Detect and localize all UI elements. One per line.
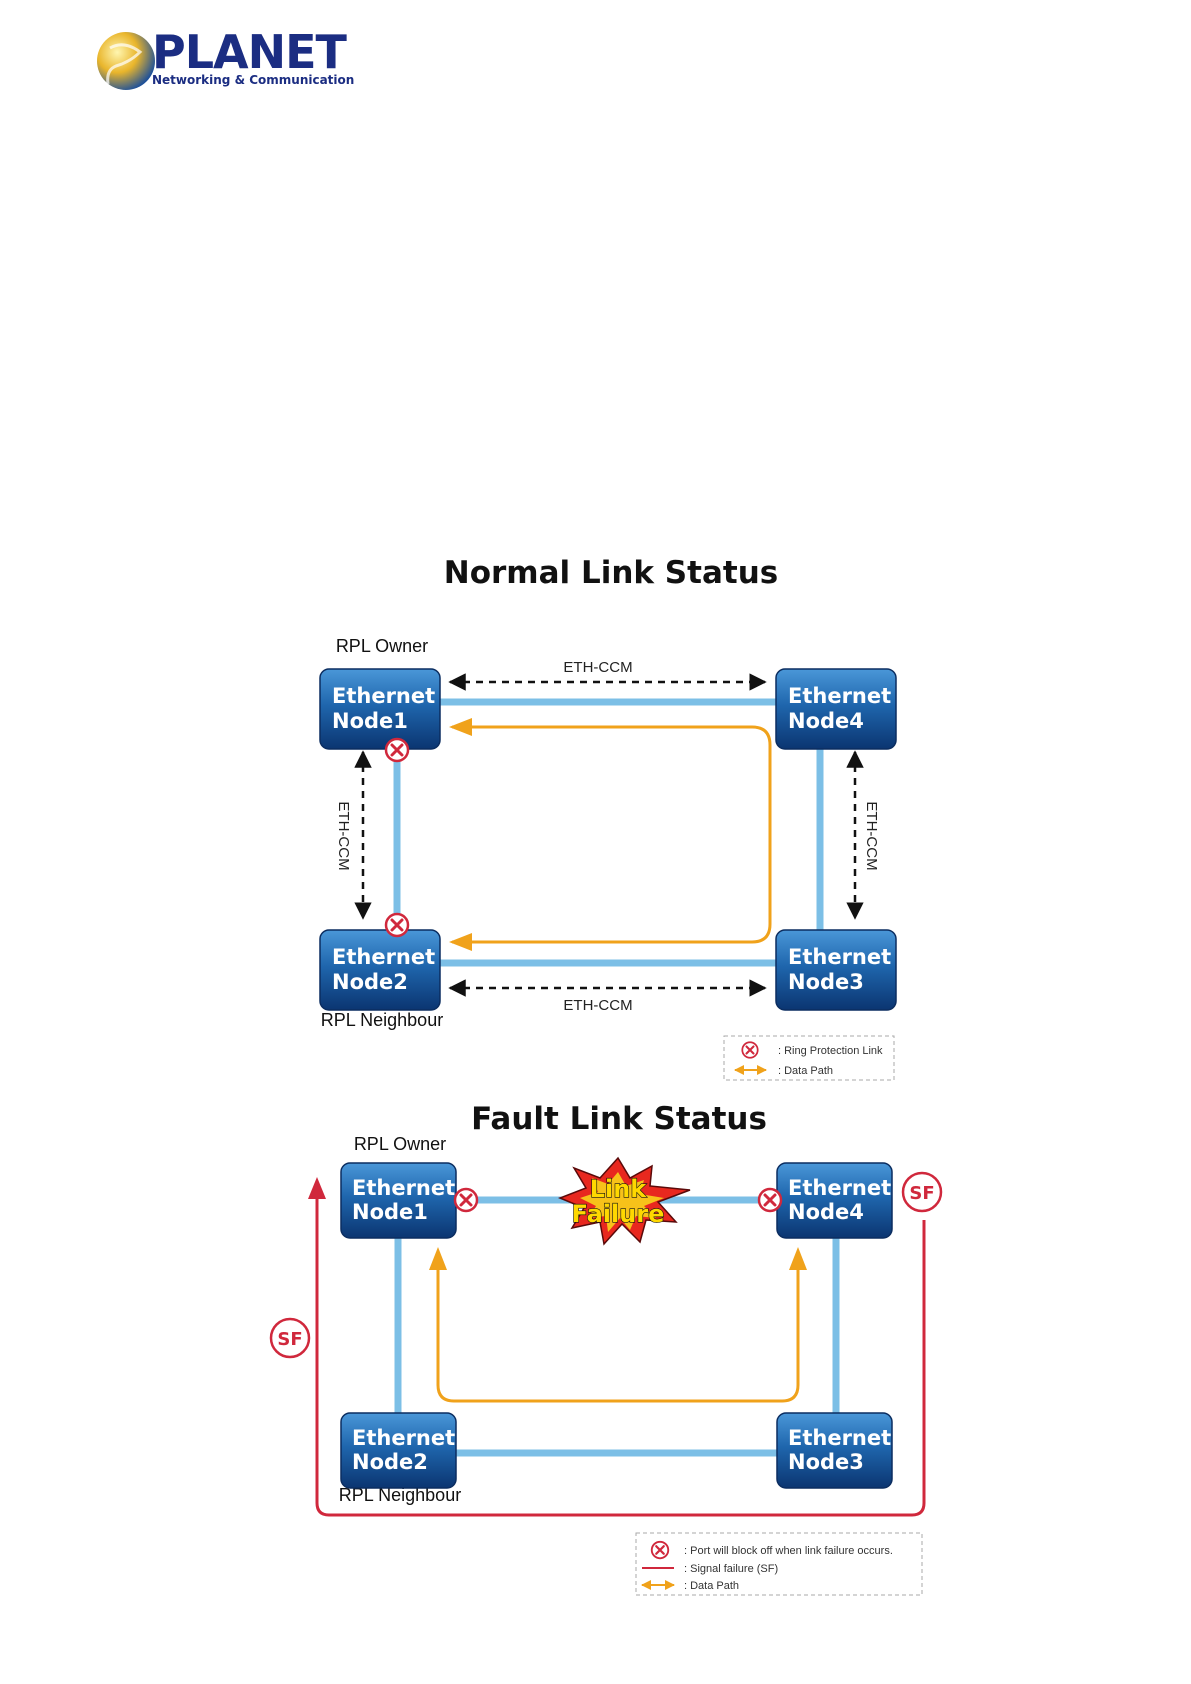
normal-data-path — [452, 725, 772, 944]
signal-failure-arrowhead — [308, 1177, 326, 1199]
blocked-port-icon — [384, 737, 410, 763]
fault-node3: Ethernet Node3 — [776, 1412, 893, 1489]
normal-node4: Ethernet Node4 — [775, 668, 897, 750]
node-box — [319, 929, 441, 1011]
legend-box — [723, 1035, 895, 1081]
sf-icon — [901, 1171, 943, 1213]
legend-text: : Data Path — [778, 1065, 833, 1077]
node-label-line1: Ethernet — [788, 1426, 891, 1450]
node-label-line2: Node3 — [788, 970, 864, 994]
fault-rpl-owner-label: RPL Owner — [354, 1134, 446, 1154]
explosion-core-icon — [580, 1172, 664, 1232]
normal-node1: Ethernet Node1 — [319, 668, 441, 750]
node-label-line1: Ethernet — [332, 684, 435, 708]
node-label-line1: Ethernet — [788, 945, 891, 969]
node-label-line2: Node2 — [352, 1450, 428, 1474]
node-box — [319, 668, 441, 750]
link-failure-burst: Link Failure — [557, 1156, 691, 1246]
node-box — [775, 668, 897, 750]
node-box — [340, 1412, 457, 1489]
fault-node2: Ethernet Node2 — [340, 1412, 457, 1489]
legend-text: : Ring Protection Link — [778, 1045, 883, 1057]
sf-badge-right: SF — [901, 1171, 943, 1213]
sf-icon — [269, 1317, 311, 1359]
normal-node2: Ethernet Node2 — [319, 929, 441, 1011]
data-path-arrowheads — [429, 1247, 807, 1270]
burst-line2: Failure — [572, 1200, 665, 1228]
sf-badge-left: SF — [269, 1317, 311, 1359]
fault-legend: : Port will block off when link failure … — [635, 1532, 923, 1596]
normal-link-diagram: Normal Link Status RPL Owner RPL Neighbo… — [319, 555, 897, 1081]
normal-rpl-owner-label: RPL Owner — [336, 636, 428, 656]
sf-label: SF — [909, 1183, 934, 1204]
blocked-port-icon — [741, 1041, 759, 1059]
blocked-port-icon — [453, 1187, 479, 1213]
legend-text: : Signal failure (SF) — [684, 1563, 778, 1575]
fault-node1: Ethernet Node1 — [340, 1162, 457, 1239]
fault-rpl-neighbour-label: RPL Neighbour — [339, 1485, 461, 1505]
ccm-label-right: ETH-CCM — [863, 801, 880, 870]
node-label-line2: Node1 — [332, 709, 408, 733]
signal-failure-path — [315, 1195, 926, 1517]
node-label-line1: Ethernet — [332, 945, 435, 969]
fault-ring-links — [394, 1196, 840, 1457]
node-label-line1: Ethernet — [788, 684, 891, 708]
node-label-line2: Node4 — [788, 709, 864, 733]
sf-label: SF — [277, 1329, 302, 1350]
data-path-arrowhead-left — [429, 1247, 447, 1270]
normal-title: Normal Link Status — [444, 555, 778, 591]
data-path-arrowhead-bottom — [449, 933, 472, 951]
data-path-arrowhead-top — [449, 718, 472, 736]
node-label-line1: Ethernet — [788, 1176, 891, 1200]
normal-ccm-arrows — [354, 673, 864, 997]
node-label-line1: Ethernet — [352, 1426, 455, 1450]
fault-node4: Ethernet Node4 — [776, 1162, 893, 1239]
node-label-line2: Node3 — [788, 1450, 864, 1474]
fault-link-diagram: Fault Link Status RPL Owner RPL Neighbou… — [269, 1101, 943, 1596]
ccm-label-left: ETH-CCM — [335, 801, 352, 870]
normal-rpl-neighbour-label: RPL Neighbour — [321, 1010, 443, 1030]
node-label-line2: Node2 — [332, 970, 408, 994]
legend-box — [635, 1532, 923, 1596]
logo-word: PLANET — [152, 25, 348, 79]
node-label-line2: Node4 — [788, 1200, 864, 1224]
blocked-port-icon — [384, 912, 410, 938]
fault-data-path — [436, 1265, 800, 1403]
node-label-line2: Node1 — [352, 1200, 428, 1224]
globe-icon — [97, 32, 155, 90]
burst-line1: Link — [590, 1175, 648, 1203]
normal-ring-links — [393, 698, 824, 967]
node-label-line1: Ethernet — [352, 1176, 455, 1200]
data-path-arrowheads — [449, 718, 472, 951]
data-path-arrowhead-right — [789, 1247, 807, 1270]
blocked-port-icon — [650, 1540, 670, 1560]
ccm-label-top: ETH-CCM — [563, 659, 632, 676]
legend-text: : Data Path — [684, 1580, 739, 1592]
blocked-port-icon — [757, 1187, 783, 1213]
legend-text: : Port will block off when link failure … — [684, 1545, 893, 1557]
node-box — [776, 1412, 893, 1489]
node-box — [775, 929, 897, 1011]
logo-tagline: Networking & Communication — [152, 73, 354, 87]
planet-logo: PLANET Networking & Communication — [97, 25, 354, 90]
ccm-label-bottom: ETH-CCM — [563, 997, 632, 1014]
fault-title: Fault Link Status — [471, 1101, 767, 1137]
normal-legend: : Ring Protection Link : Data Path — [723, 1035, 895, 1081]
normal-node3: Ethernet Node3 — [775, 929, 897, 1011]
